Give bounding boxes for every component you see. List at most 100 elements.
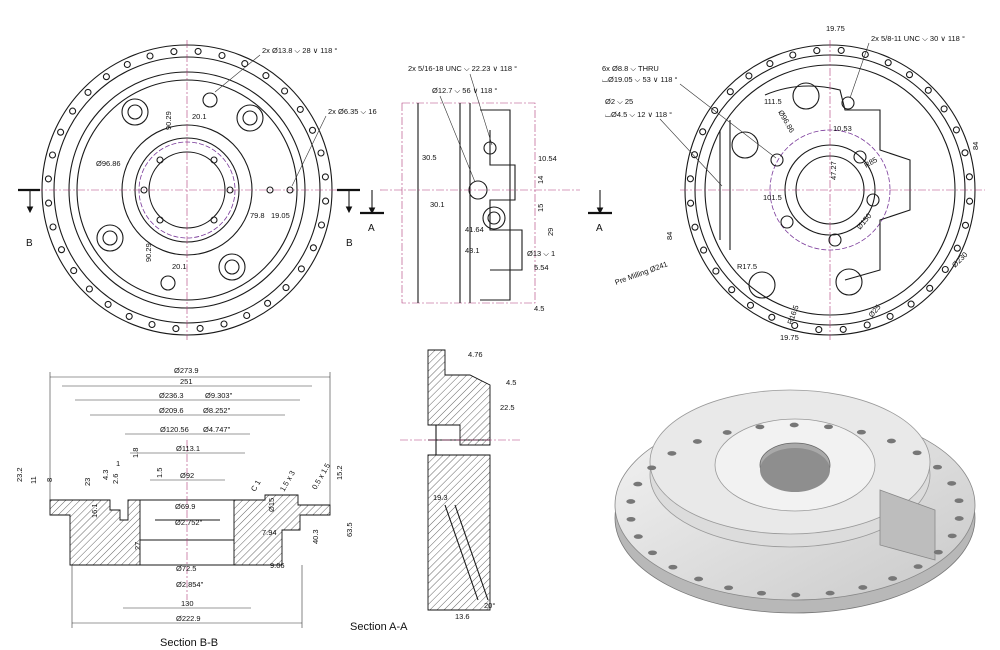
section-bb: Ø273.9 251 Ø236.3 Ø9.303" Ø209.6 Ø8.252"… [15,366,354,649]
dim-96-86-back: Ø96.86 [776,109,796,135]
dim-7-94: 7.94 [262,528,277,537]
bolt-hole [728,286,736,294]
dim-4-5-aa: 4.5 [506,378,516,387]
bolt-hole [667,451,677,456]
bolt-hole [825,590,835,596]
bolt-hole [317,221,326,229]
dim-0-5x1-5: 0.5 x 1.5 [310,462,332,491]
dim-209-6-inch: Ø8.252" [203,406,231,415]
dim-92: Ø92 [180,471,194,480]
bolt-hole [647,465,657,471]
dim-14: 14 [536,176,545,184]
bolt-hole [196,324,204,332]
bolt-hole [861,50,869,59]
bolt-hole [886,312,894,320]
dim-130: 130 [181,599,194,608]
bolt-hole [746,301,755,309]
bolt-hole [648,550,657,556]
cut-label-b-left: B [26,238,33,249]
bolt-hole [322,197,330,205]
dim-90-29-bottom: 90.29 [144,243,153,262]
bolt-hole [907,300,915,308]
bolt-hole [45,199,53,207]
bolt-hole [947,481,957,486]
bolt-hole [48,151,57,159]
bolt-hole [926,284,934,292]
dim-30-5: 30.5 [422,153,437,162]
bolt-hole [912,450,922,456]
bolt-hole [194,47,202,55]
bolt-hole [824,424,833,430]
bolt-hole [888,576,898,581]
bolt-hole [57,246,66,254]
bolt-hole [220,320,228,328]
bolt-hole [863,321,871,329]
note-cbore-19-05: ⌴Ø19.05 ⌵ 53 ∨ 118 ° [602,75,678,84]
dim-8: 8 [45,478,54,482]
dim-1-5: 1.5 [155,468,164,478]
side-view: 2x 5/16-18 UNC ⌵ 22.23 ∨ 118 ° Ø12.7 ⌵ 5… [360,64,612,313]
bolt-hole [694,576,704,582]
bolt-hole [933,549,943,555]
note-12-7: Ø12.7 ⌵ 56 ∨ 118 ° [432,86,497,95]
dim-69-9-inch: Ø2.752" [175,518,203,527]
note-cbore-4-5: ⌴Ø4.5 ⌵ 12 ∨ 118 ° [605,110,672,119]
back-view: 6x Ø8.8 ⌵ THRU ⌴Ø19.05 ⌵ 53 ∨ 118 ° Ø2 ⌵… [602,24,985,342]
dim-13-6: 13.6 [455,612,470,621]
bolt-hole [884,59,892,67]
bolt-hole [264,299,272,307]
bolt-hole [70,267,78,275]
bolt-hole [757,590,766,596]
dim-5-54: 5.54 [534,263,549,272]
dim-27: 27 [133,542,142,550]
dim-20-deg: 20° [484,601,495,610]
section-bb-title: Section B-B [160,637,218,649]
bolt-hole [626,499,636,504]
cut-label-a-right: A [596,223,603,234]
bolt-hole [712,267,720,275]
bolt-hole [724,585,734,591]
dim-43-1: 43.1 [465,246,480,255]
bolt-hole [309,244,317,252]
bolt-hole [924,86,932,94]
dim-16-1: 16.1 [90,503,99,518]
dim-47-27: 47.27 [829,161,838,180]
front-view: 2x Ø13.8 ⌵ 28 ∨ 118 ° 2x Ø6.35 ⌵ 16 Ø96.… [18,40,377,340]
note-13-depth: Ø13 ⌵ 1 [527,249,555,258]
section-aa-title: Section A-A [350,621,408,633]
bolt-hole [308,126,317,134]
dim-4-5: 4.5 [534,304,544,313]
bolt-hole [839,325,847,333]
bolt-hole [789,51,797,59]
dim-251: 251 [180,377,193,386]
dim-phi-15: Ø15 [267,498,276,512]
bolt-hole [947,533,957,539]
bolt-hole [691,223,699,231]
isometric-part-render [614,389,976,614]
dim-25-back: Ø25 [867,303,883,320]
bolt-hole [633,534,643,539]
bolt-hole [766,60,774,68]
bolt-hole [791,321,799,330]
dim-30-1: 30.1 [430,200,445,209]
dim-120-56-inch: Ø4.747" [203,425,231,434]
bolt-hole [170,48,178,56]
bolt-hole [633,481,643,487]
bolt-hole [172,325,180,333]
dim-41-64: 41.64 [465,225,484,234]
note-2x-13-8-bore: 2x Ø13.8 ⌵ 28 ∨ 118 ° [262,46,337,55]
dim-69-9: Ø69.9 [175,502,195,511]
bolt-hole [102,73,110,81]
bolt-hole [768,313,776,321]
dim-r85: R85 [863,155,879,170]
bolt-hole [699,128,707,136]
bolt-hole [104,300,112,308]
dim-15: 15 [536,204,545,212]
dim-29: 29 [546,228,555,236]
bolt-hole [858,585,868,590]
bolt-hole [281,87,289,95]
bolt-hole [791,592,801,598]
dim-4-3: 4.3 [101,470,110,480]
dim-20-1-top: 20.1 [192,112,207,121]
